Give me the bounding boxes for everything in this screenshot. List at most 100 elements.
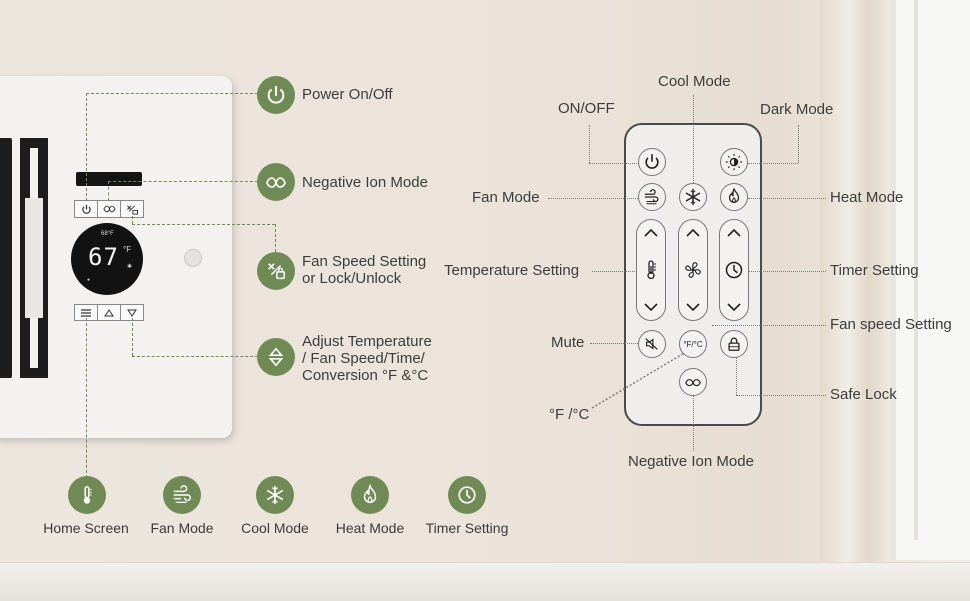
leader-onoff-v xyxy=(589,125,590,163)
leader-timer xyxy=(749,271,826,272)
remote-fan-speed-label: Fan speed Setting xyxy=(830,316,952,333)
window xyxy=(890,0,970,560)
leader-fanspeed-h xyxy=(712,325,826,326)
leader-safelock-v xyxy=(736,357,737,395)
remote-safe-lock-label: Safe Lock xyxy=(830,386,897,403)
fan-mode-label: Fan Mode xyxy=(150,520,214,536)
remote-cool-mode-button[interactable] xyxy=(679,183,707,211)
power-icon xyxy=(81,204,91,214)
power-label: Power On/Off xyxy=(302,86,393,103)
chevron-up-icon[interactable] xyxy=(643,228,659,238)
power-icon xyxy=(645,153,659,169)
ion-label: Negative Ion Mode xyxy=(302,174,428,191)
menu-icon xyxy=(81,308,91,317)
panel-ion-button[interactable] xyxy=(97,200,121,218)
display-unit: °F xyxy=(123,245,132,254)
panel-up-button[interactable] xyxy=(97,304,121,321)
chevron-down-icon[interactable] xyxy=(643,302,659,312)
leader-fan-mode xyxy=(548,198,638,199)
fan-lock-icon xyxy=(127,204,138,215)
fan-lock-callout-icon xyxy=(257,252,295,290)
leader-heat-mode xyxy=(748,198,826,199)
display-temp: 67 xyxy=(88,243,119,271)
thermometer-icon xyxy=(647,260,656,280)
display-leaf-indicator: ● xyxy=(87,277,91,283)
wind-icon xyxy=(644,189,659,205)
cool-mode-label: Cool Mode xyxy=(241,520,309,536)
leader-dark-h xyxy=(748,163,798,164)
snowflake-icon xyxy=(685,188,701,206)
remote-mute-button[interactable] xyxy=(638,330,666,358)
leader-mute xyxy=(590,343,638,344)
remote-fan-mode-button[interactable] xyxy=(638,183,666,211)
triangle-up-icon xyxy=(104,308,114,316)
leader-fan-v1 xyxy=(132,216,133,224)
chevron-up-icon[interactable] xyxy=(685,228,701,238)
fan-speed-label-2: or Lock/Unlock xyxy=(302,270,402,287)
remote-fc-label: °F /°C xyxy=(549,406,590,423)
triangle-down-icon xyxy=(127,309,137,317)
remote-ion-button[interactable] xyxy=(679,368,707,396)
remote-fan-speed-rocker[interactable] xyxy=(678,219,708,321)
remote-cool-mode-label: Cool Mode xyxy=(658,73,731,90)
adjust-label-1: Adjust Temperature xyxy=(302,333,432,350)
flame-icon xyxy=(351,476,389,514)
clock-icon xyxy=(725,261,743,279)
leader-ion-v xyxy=(108,181,109,201)
chevron-down-icon[interactable] xyxy=(685,302,701,312)
remote-dark-mode-button[interactable] xyxy=(720,148,748,176)
clock-icon xyxy=(448,476,486,514)
heat-mode-label: Heat Mode xyxy=(335,520,405,536)
remote-onoff-label: ON/OFF xyxy=(558,100,615,117)
leader-home-v xyxy=(86,318,87,478)
leader-fc-diag xyxy=(590,350,690,410)
baseboard xyxy=(0,562,970,601)
fc-button-text: °F/°C xyxy=(683,339,703,349)
panel-knob xyxy=(184,249,202,267)
vent-grille xyxy=(0,138,50,378)
remote-heat-mode-label: Heat Mode xyxy=(830,189,904,206)
snowflake-icon xyxy=(256,476,294,514)
leader-ion xyxy=(108,181,258,182)
home-screen-label: Home Screen xyxy=(43,520,129,536)
timer-setting-label: Timer Setting xyxy=(425,520,509,536)
leaf-icon xyxy=(685,378,701,387)
remote-fc-button[interactable]: °F/°C xyxy=(679,330,707,358)
leader-adjust-v xyxy=(132,318,133,356)
display-small-readout: 68°F xyxy=(101,231,114,237)
leader-fan-v2 xyxy=(275,224,276,252)
leader-power xyxy=(86,93,258,94)
power-callout-icon xyxy=(257,76,295,114)
display-fan-indicator: ✱ xyxy=(127,264,133,270)
remote-ion-label: Negative Ion Mode xyxy=(628,453,754,470)
remote-heat-mode-button[interactable] xyxy=(720,183,748,211)
leader-fan-h xyxy=(132,224,275,225)
leader-power-v xyxy=(86,93,87,201)
leader-dark-v xyxy=(798,125,799,163)
heater-panel: 68°F 67 °F ✱ ● xyxy=(0,76,232,438)
remote-power-button[interactable] xyxy=(638,148,666,176)
remote-temperature-rocker[interactable] xyxy=(636,219,666,321)
chevron-up-icon[interactable] xyxy=(726,228,742,238)
remote-safe-lock-button[interactable] xyxy=(720,330,748,358)
panel-power-button[interactable] xyxy=(74,200,98,218)
lock-icon xyxy=(728,337,740,351)
display-strip xyxy=(76,172,142,186)
fan-speed-label-1: Fan Speed Setting xyxy=(302,253,427,270)
leader-cool-v xyxy=(693,95,694,183)
remote-timer-rocker[interactable] xyxy=(719,219,749,321)
curtain xyxy=(820,0,890,600)
chevron-down-icon[interactable] xyxy=(726,302,742,312)
adjust-callout-icon xyxy=(257,338,295,376)
remote-temperature-label: Temperature Setting xyxy=(444,262,580,279)
leader-temp xyxy=(592,271,637,272)
wind-icon xyxy=(163,476,201,514)
remote-fan-mode-label: Fan Mode xyxy=(472,189,540,206)
round-display: 68°F 67 °F ✱ ● xyxy=(71,223,143,295)
ion-callout-icon xyxy=(257,163,295,201)
remote-dark-mode-label: Dark Mode xyxy=(760,101,834,118)
leader-safelock-h xyxy=(736,395,826,396)
remote-mute-label: Mute xyxy=(551,334,585,351)
leader-onoff-h xyxy=(589,163,639,164)
adjust-label-2: / Fan Speed/Time/ xyxy=(302,350,425,367)
